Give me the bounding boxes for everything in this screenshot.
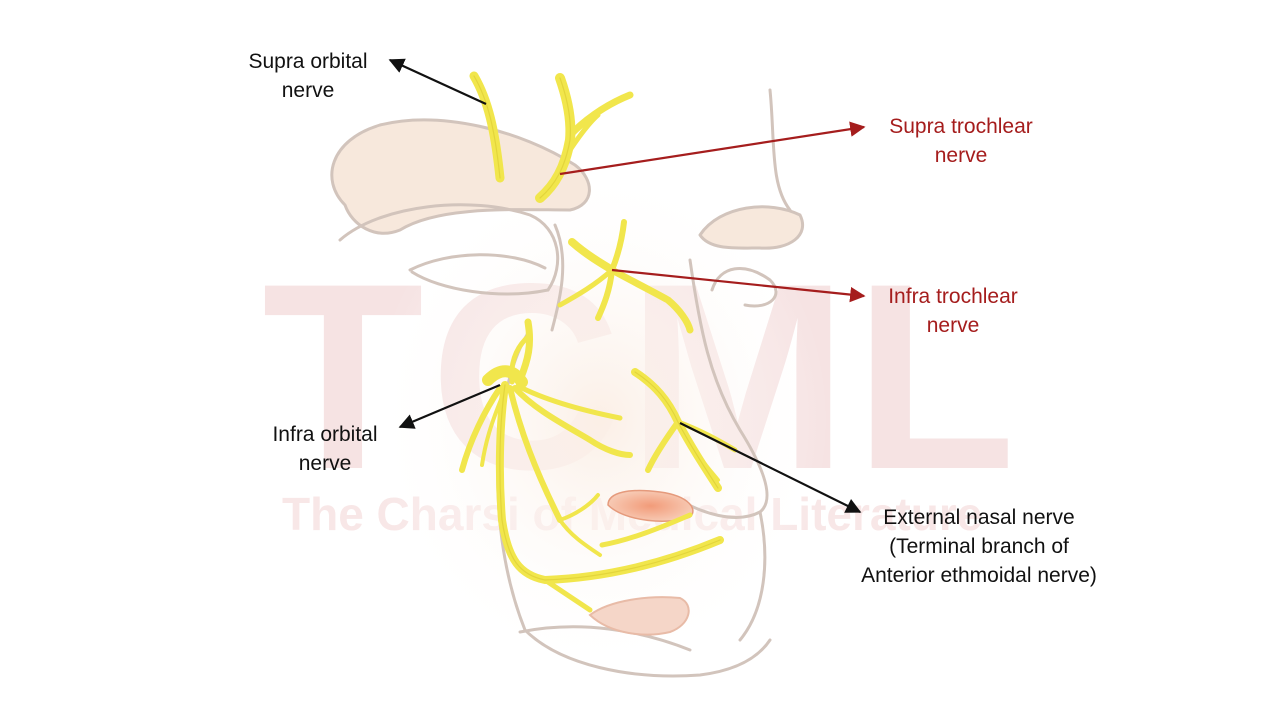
lips (588, 596, 690, 636)
label-line: External nasal nerve (883, 506, 1075, 529)
label-line: nerve (298, 452, 352, 475)
nose-profile (678, 258, 769, 519)
nose-bridge-left (550, 223, 565, 332)
label-line: Anterior ethmoidal nerve) (861, 564, 1097, 587)
right-cheek (738, 510, 767, 642)
label-line: nerve (926, 314, 980, 337)
label-line: nerve (281, 79, 335, 102)
pointer-arrows (388, 58, 866, 513)
chin-crease (518, 625, 692, 652)
skin-shading (370, 160, 830, 680)
label-supra-trochlear-nerve: Supra trochlear nerve (868, 112, 1054, 170)
forehead-right (768, 88, 792, 212)
eye-fold-upper (338, 203, 560, 292)
label-infra-orbital-nerve: Infra orbital nerve (252, 420, 398, 478)
label-supra-orbital-nerve: Supra orbital nerve (230, 47, 386, 105)
jaw-line (523, 628, 772, 678)
arrow-infra-orbital (398, 383, 501, 429)
nostril (607, 489, 694, 522)
label-external-nasal-nerve: External nasal nerve (Terminal branch of… (834, 503, 1124, 590)
label-line: Infra trochlear (888, 285, 1018, 308)
label-infra-trochlear-nerve: Infra trochlear nerve (868, 282, 1038, 340)
label-line: Infra orbital (272, 423, 378, 446)
right-eye (710, 267, 778, 308)
eyelid-lower (410, 270, 550, 296)
arrow-supra-orbital (388, 58, 487, 105)
face-outline (330, 88, 804, 678)
label-line: nerve (934, 144, 988, 167)
nerve-edges (473, 75, 721, 581)
label-line: Supra trochlear (889, 115, 1033, 138)
label-line: Supra orbital (248, 50, 368, 73)
arrow-external-nasal (679, 422, 862, 513)
label-line: (Terminal branch of (889, 535, 1069, 558)
arrow-supra-trochlear (559, 121, 866, 176)
right-brow (698, 205, 804, 250)
eyelid-line (408, 253, 547, 272)
infra-trochlear-nerve (557, 219, 694, 334)
arrow-infra-trochlear (611, 268, 866, 303)
eyebrow-ridge (330, 118, 591, 235)
